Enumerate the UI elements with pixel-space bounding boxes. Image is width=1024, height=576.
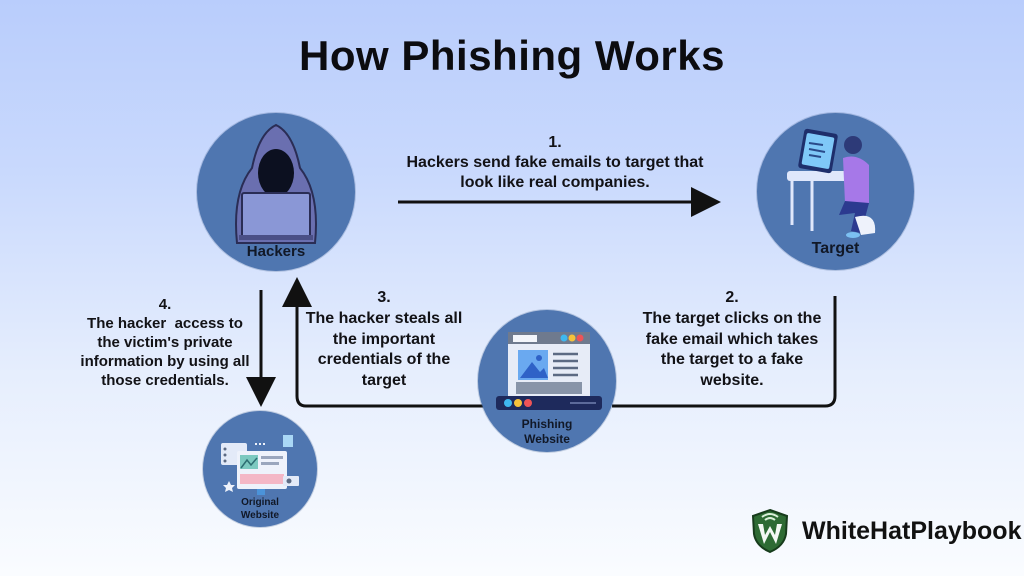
hackers-label: Hackers	[246, 243, 306, 260]
arrow-step-3	[282, 277, 484, 408]
brand-name: WhiteHatPlaybook	[802, 516, 1022, 545]
step-3-number: 3.	[377, 289, 391, 306]
step-1-text: 1. Hackers send fake emails to target th…	[380, 133, 730, 193]
step-3-line-4: target	[361, 372, 407, 390]
step-4-number: 4.	[158, 296, 172, 313]
phishing-website-node: Phishing Website	[478, 310, 616, 452]
step-3-line-3: credentials of the	[317, 351, 451, 369]
step-4-line-4: those credentials.	[101, 372, 229, 390]
arrow-step-2	[612, 296, 837, 408]
step-2-text: 2. The target clicks on the fake email w…	[620, 288, 844, 392]
brand: WhiteHatPlaybook	[750, 508, 1021, 554]
step-1-line-2: look like real companies.	[460, 174, 650, 191]
step-4-line-3: information by using all	[80, 353, 250, 371]
phishing-label-line2: Website	[524, 432, 570, 446]
step-2-number: 2.	[725, 289, 739, 306]
hooded-hacker-laptop-icon	[235, 123, 317, 244]
phishing-label-line1: Phishing	[521, 417, 573, 431]
target-node: Target	[757, 113, 914, 270]
step-3-line-1: The hacker steals all	[305, 309, 463, 327]
original-label-line2: Website	[240, 510, 280, 521]
step-2-line-2: fake email which takes	[645, 330, 819, 348]
step-1-number: 1.	[548, 134, 562, 151]
step-3-line-2: the important	[332, 330, 436, 348]
person-at-computer-desk-icon	[787, 128, 876, 238]
original-label-line1: Original	[241, 497, 279, 508]
step-4-line-2: the victim's private	[97, 334, 233, 352]
page-title: How Phishing Works	[299, 32, 725, 79]
step-1-line-1: Hackers send fake emails to target that	[406, 154, 704, 171]
original-website-dashboard-icon	[221, 435, 299, 495]
target-label: Target	[811, 240, 860, 257]
step-3-text: 3. The hacker steals all the important c…	[298, 288, 470, 392]
step-2-line-4: website.	[700, 372, 764, 390]
hackers-node: Hackers	[197, 113, 355, 271]
original-website-node: Original Website	[203, 411, 317, 527]
step-4-text: 4. The hacker access to the victim's pri…	[72, 295, 258, 390]
shield-w-logo-icon	[751, 508, 789, 554]
step-4-line-1: The hacker access to	[87, 315, 243, 333]
step-2-line-3: the target to a fake	[660, 351, 804, 369]
step-2-line-1: The target clicks on the	[642, 309, 822, 327]
fake-website-browser-icon	[496, 332, 602, 410]
